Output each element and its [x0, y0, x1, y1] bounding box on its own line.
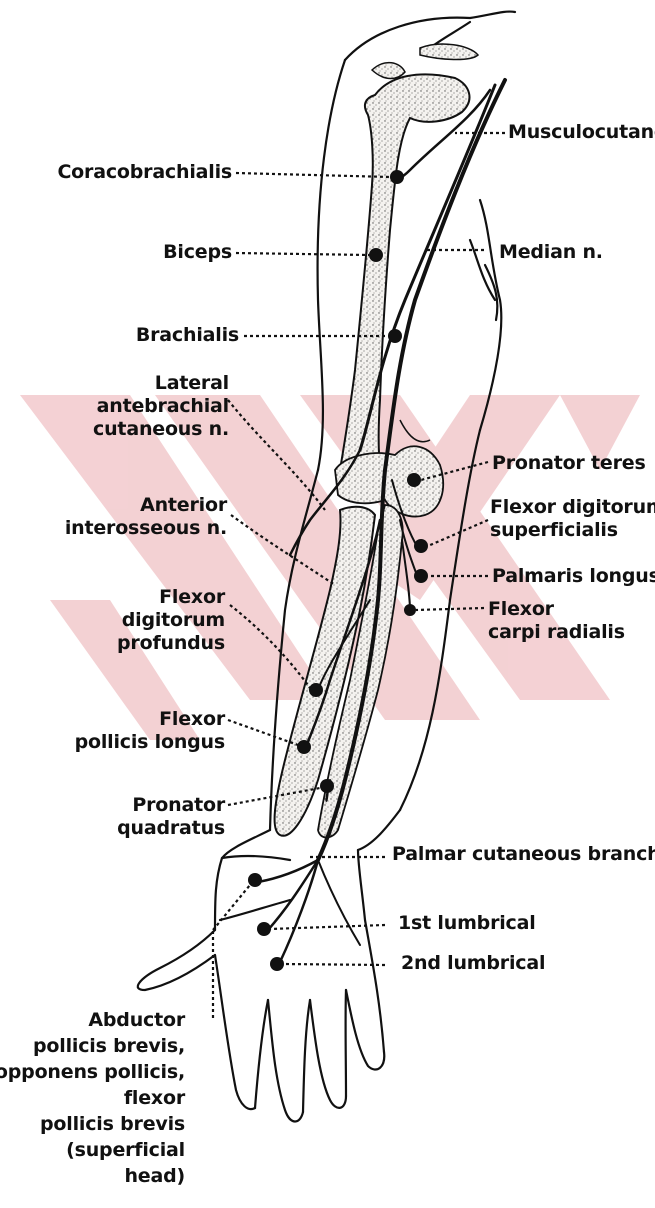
dot-flexor-pollicis-longus: [297, 740, 311, 754]
dot-pronator-quadratus: [320, 779, 334, 793]
dot-flexor-digitorum-superficialis: [414, 539, 428, 553]
dot-lumbrical-2: [270, 957, 284, 971]
dot-pronator-teres: [407, 473, 421, 487]
dot-flexor-digitorum-profundus: [309, 683, 323, 697]
dot-biceps: [369, 248, 383, 262]
dot-palmaris-longus: [414, 569, 428, 583]
label-musculocutaneous: Musculocutaneo: [508, 121, 655, 144]
label-lumbrical-1: 1st lumbrical: [398, 912, 536, 935]
label-flexor-digitorum-superficialis: Flexor digitorum superficialis: [490, 496, 655, 542]
label-lumbrical-2: 2nd lumbrical: [401, 952, 545, 975]
label-pronator-teres: Pronator teres: [492, 452, 646, 475]
dot-coracobrachialis: [390, 170, 404, 184]
label-abductor-group: Abductor pollicis brevis, opponens polli…: [0, 1007, 185, 1189]
dot-flexor-carpi-radialis: [404, 604, 416, 616]
label-median-n: Median n.: [499, 241, 603, 264]
dot-abductor-group: [248, 873, 262, 887]
label-flexor-digitorum-profundus: Flexor digitorum profundus: [117, 586, 225, 655]
label-flexor-pollicis-longus: Flexor pollicis longus: [75, 708, 225, 754]
label-pronator-quadratus: Pronator quadratus: [117, 794, 225, 840]
dot-lumbrical-1: [257, 922, 271, 936]
label-palmar-cutaneous-branch: Palmar cutaneous branch: [392, 843, 655, 866]
dot-brachialis: [388, 329, 402, 343]
label-flexor-carpi-radialis: Flexor carpi radialis: [488, 598, 625, 644]
label-palmaris-longus: Palmaris longus: [492, 565, 655, 588]
label-anterior-interosseous: Anterior interosseous n.: [65, 494, 227, 540]
label-coracobrachialis: Coracobrachialis: [57, 161, 232, 184]
label-brachialis: Brachialis: [136, 324, 239, 347]
label-lateral-antebrachial: Lateral antebrachial cutaneous n.: [93, 372, 229, 441]
label-biceps: Biceps: [163, 241, 232, 264]
